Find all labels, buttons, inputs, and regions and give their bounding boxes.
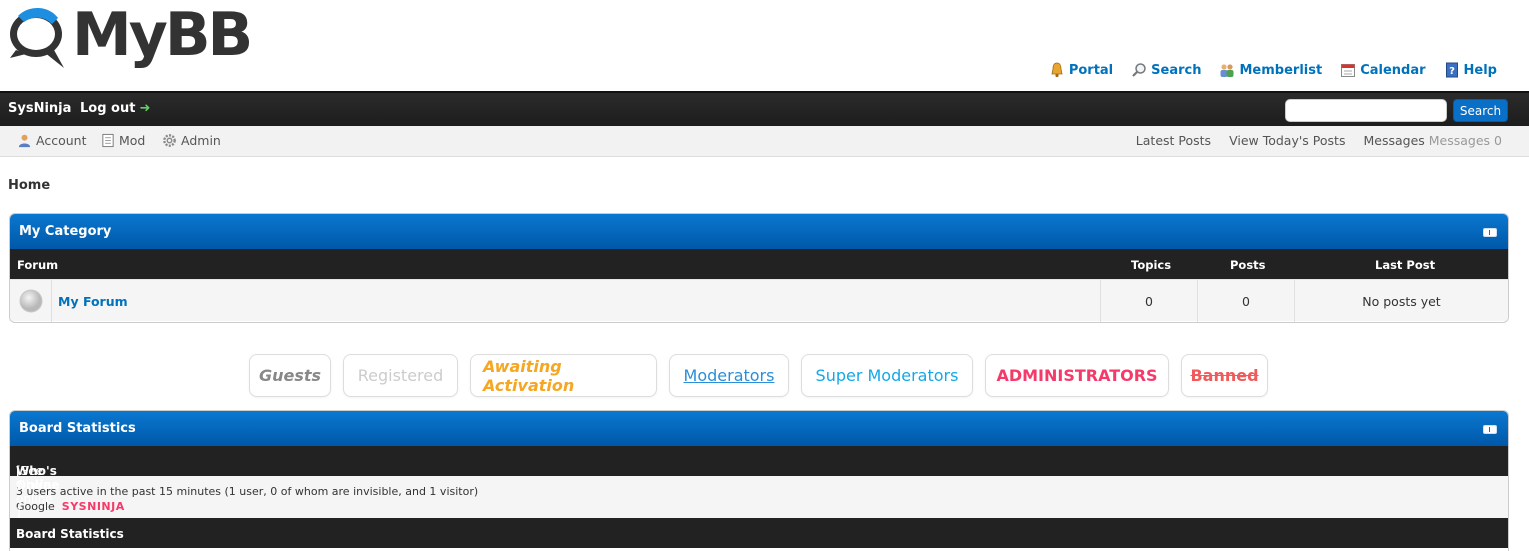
site-header: MyBB Portal Search Memberlist Calendar — [0, 0, 1529, 91]
members-icon — [1219, 62, 1235, 78]
help-link[interactable]: ? Help — [1444, 62, 1497, 78]
messages-link[interactable]: Messages Messages 0 — [1363, 133, 1502, 148]
col-posts: Posts — [1230, 258, 1266, 272]
col-last-post: Last Post — [1375, 258, 1436, 272]
search-button[interactable]: Search — [1453, 99, 1508, 122]
mod-label: Mod — [119, 133, 146, 148]
calendar-label: Calendar — [1360, 62, 1426, 78]
category-title[interactable]: My Category — [19, 224, 112, 239]
search-link-label: Search — [1151, 62, 1202, 78]
username-link[interactable]: SysNinja — [8, 101, 72, 116]
messages-label: Messages — [1363, 133, 1425, 148]
latest-posts-link[interactable]: Latest Posts — [1135, 133, 1212, 148]
portal-label: Portal — [1068, 62, 1114, 78]
col-forum: Forum — [17, 258, 59, 272]
top-links: Portal Search Memberlist Calendar ? Help — [1049, 62, 1497, 78]
forum-columns-header: Forum Topics Posts Last Post — [10, 249, 1508, 279]
calendar-link[interactable]: Calendar — [1340, 62, 1426, 78]
messages-count: Messages 0 — [1428, 133, 1502, 148]
arrow-right-icon: ➜ — [139, 101, 151, 116]
forum-last-post: No posts yet — [1362, 293, 1441, 309]
board-stats-subheader: Board Statistics — [10, 518, 1508, 548]
mybb-logo[interactable]: MyBB — [8, 0, 253, 76]
online-users-row: 3 users active in the past 15 minutes (1… — [10, 476, 1508, 518]
stats-title: Board Statistics — [19, 421, 136, 436]
group-awaiting-activation: Awaiting Activation — [470, 354, 657, 397]
todays-posts-link[interactable]: View Today's Posts — [1229, 133, 1346, 148]
panel-right-links: Latest Posts View Today's Posts Messages… — [1136, 133, 1502, 148]
forum-status-icon — [19, 289, 42, 313]
account-label: Account — [36, 133, 87, 148]
collapse-icon[interactable] — [1483, 228, 1497, 237]
help-label: Help — [1463, 62, 1497, 78]
forum-posts: 0 — [1198, 280, 1295, 322]
calendar-icon — [1340, 62, 1356, 78]
logout-label: Log out — [80, 101, 136, 116]
board-stats-label: Board Statistics — [16, 527, 124, 541]
whos-online-header: Who's Online [See who's online ] — [10, 446, 1508, 520]
collapse-icon[interactable] — [1483, 425, 1497, 434]
breadcrumb[interactable]: Home — [8, 178, 51, 193]
logo-text: MyBB — [72, 0, 253, 70]
usergroup-legend: Guests Registered Awaiting Activation Mo… — [249, 354, 1268, 397]
search-link[interactable]: Search — [1131, 62, 1201, 78]
forum-row: My Forum 0 0 No posts yet — [10, 279, 1508, 322]
portal-link[interactable]: Portal — [1049, 62, 1113, 78]
forum-topics: 0 — [1101, 280, 1198, 322]
notepad-icon — [102, 133, 114, 148]
memberlist-link[interactable]: Memberlist — [1219, 62, 1322, 78]
forum-name-link[interactable]: My Forum — [52, 280, 1101, 322]
stats-header: Board Statistics — [10, 411, 1508, 446]
online-user-list: Google SYSNINJA — [16, 499, 1502, 514]
search-input[interactable] — [1285, 99, 1447, 122]
group-administrators: ADMINISTRATORS — [985, 354, 1169, 397]
user-bar: SysNinja Log out➜ Search — [0, 91, 1529, 126]
magnifier-icon — [1131, 62, 1147, 78]
category-table: My Category Forum Topics Posts Last Post… — [9, 213, 1509, 323]
whos-online-label: Who's Online — [16, 464, 60, 492]
bell-icon — [1049, 62, 1065, 78]
online-bot: Google — [16, 500, 55, 513]
speech-bubble-icon — [10, 7, 64, 68]
svg-text:?: ? — [1449, 66, 1455, 77]
help-icon: ? — [1444, 62, 1460, 78]
account-link[interactable]: Account — [17, 133, 86, 148]
category-header: My Category — [10, 214, 1508, 249]
logout-link[interactable]: Log out➜ — [80, 101, 150, 116]
group-banned: Banned — [1181, 354, 1268, 397]
admin-link[interactable]: Admin — [162, 133, 221, 148]
group-super-moderators: Super Moderators — [801, 354, 973, 397]
user-icon — [18, 134, 31, 148]
col-topics: Topics — [1131, 258, 1172, 272]
mod-link[interactable]: Mod — [101, 133, 145, 148]
gear-icon — [163, 134, 176, 147]
panel-links: Account Mod Admin Latest Posts View Toda… — [0, 126, 1529, 157]
group-guests: Guests — [249, 354, 331, 397]
see-whos-online-link[interactable]: [See who's online ] — [16, 464, 53, 520]
group-registered: Registered — [343, 354, 458, 397]
group-moderators: Moderators — [669, 354, 789, 397]
online-user-link[interactable]: SYSNINJA — [61, 500, 125, 513]
forum-status-cell — [10, 280, 52, 322]
admin-label: Admin — [181, 133, 221, 148]
board-statistics-table: Board Statistics Who's Online [See who's… — [9, 410, 1509, 551]
memberlist-label: Memberlist — [1239, 62, 1323, 78]
online-summary: 3 users active in the past 15 minutes (1… — [16, 485, 479, 498]
